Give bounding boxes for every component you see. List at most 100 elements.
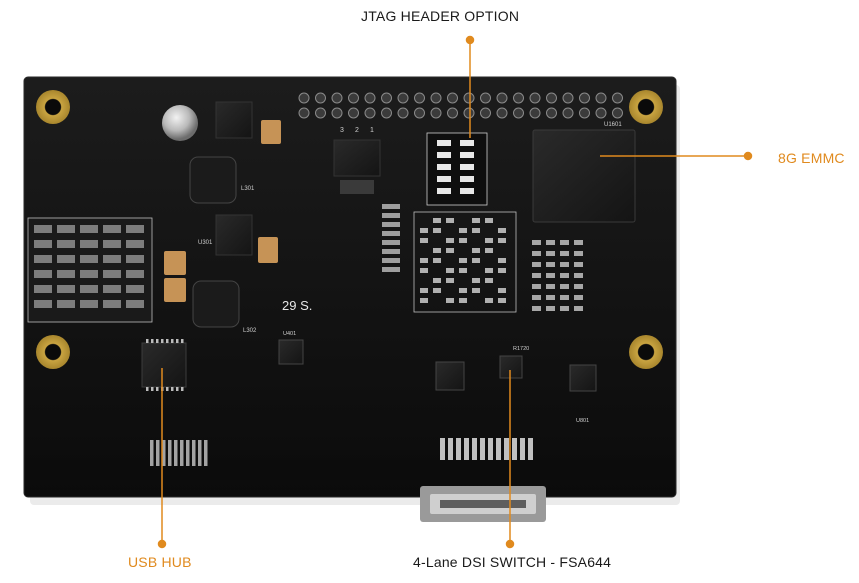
silk-label-cell: [57, 225, 75, 233]
smd-passive: [420, 268, 428, 273]
jtag-pad: [460, 140, 474, 146]
fpc-pad: [448, 438, 453, 460]
gpio-pin-hole: [529, 92, 541, 104]
silk-label-cell: [126, 300, 144, 308]
smd-passive: [532, 240, 541, 245]
chip-pin: [151, 387, 154, 391]
silk-label-cell: [103, 285, 121, 293]
silk-label-cell: [126, 255, 144, 263]
emmc-chip: [532, 129, 636, 223]
fpc-pad: [464, 438, 469, 460]
silk-label-cell: [57, 270, 75, 278]
gpio-pin-hole: [579, 107, 590, 119]
smd-passive: [546, 273, 555, 278]
gpio-pin-hole: [397, 107, 409, 119]
smd-passive: [472, 228, 480, 233]
smd-passive: [485, 218, 493, 223]
chip-pin: [176, 387, 179, 391]
fpc-pad: [204, 440, 208, 466]
passive-cluster: [420, 218, 506, 303]
gpio-pin-hole: [397, 92, 409, 104]
gpio-pin-hole: [364, 107, 376, 119]
jtag-pad: [437, 140, 451, 146]
silk-label-cell: [80, 285, 98, 293]
fpc-pad: [504, 438, 509, 460]
jtag-pad: [460, 152, 474, 158]
smd-passive: [574, 284, 583, 289]
smd-passive: [532, 306, 541, 311]
silk-r1720: R1720: [513, 346, 529, 352]
gpio-pin-hole: [529, 107, 541, 119]
silk-label-cell: [103, 255, 121, 263]
jtag-leader-dot: [465, 35, 475, 45]
smd-passive: [546, 306, 555, 311]
chip-pin: [171, 387, 174, 391]
smd-passive: [560, 284, 569, 289]
gpio-pin-hole: [381, 92, 392, 104]
smd-passive: [560, 295, 569, 300]
fpc-pad: [440, 438, 445, 460]
silk-label-grid: [34, 225, 144, 308]
fpc-pad: [174, 440, 178, 466]
chip-pin: [171, 339, 174, 343]
usb-hub-label: USB HUB: [128, 554, 192, 570]
silk-label-cell: [57, 255, 75, 263]
mount-hole-bottom-left: [36, 335, 70, 369]
u801-chip: [569, 364, 597, 392]
tantalum-cap-1: [261, 120, 281, 144]
fpc-pad: [150, 440, 154, 466]
smd-passive: [433, 228, 441, 233]
fpc-pad: [186, 440, 190, 466]
silk-u801: U801: [576, 418, 589, 424]
silk-label-cell: [80, 300, 98, 308]
smd-passive: [459, 228, 467, 233]
smd-passive: [433, 258, 441, 263]
smd-passive: [546, 251, 555, 256]
chip-pin: [156, 387, 159, 391]
fpc-pad: [528, 438, 533, 460]
smd-passive: [446, 278, 454, 283]
fpc-pads: [150, 438, 533, 466]
tantalum-cap-2: [258, 237, 278, 263]
mount-hole-bottom-right: [629, 335, 663, 369]
smd-passive: [532, 273, 541, 278]
tantalum-cap-4: [164, 278, 186, 302]
usb-leader-dot: [157, 539, 167, 549]
dsi-switch-chip: [499, 355, 523, 379]
gpio-pin-hole: [595, 92, 607, 104]
silk-label-cell: [57, 300, 75, 308]
smd-passive: [420, 238, 428, 243]
smd-passive: [485, 238, 493, 243]
gpio-pin-hole: [463, 107, 475, 119]
sot223-regulator: [333, 139, 381, 177]
smd-passive: [546, 284, 555, 289]
smd-passive: [382, 267, 400, 272]
smd-passive: [472, 248, 480, 253]
smd-passive: [459, 298, 467, 303]
silk-label-cell: [80, 270, 98, 278]
silk-label-cell: [103, 225, 121, 233]
smd-passive: [574, 273, 583, 278]
smd-passive: [472, 218, 480, 223]
chip-pin: [151, 339, 154, 343]
smd-passive: [446, 298, 454, 303]
smd-passive: [532, 284, 541, 289]
silk-l302: L302: [243, 328, 257, 334]
chip-pin: [166, 387, 169, 391]
gpio-pin-hole: [298, 92, 310, 104]
smd-passive: [485, 278, 493, 283]
silk-label-cell: [80, 255, 98, 263]
smd-passive: [498, 268, 506, 273]
chip-pin: [181, 339, 184, 343]
jtag-pad: [460, 176, 474, 182]
smd-passive: [546, 295, 555, 300]
gpio-pin-hole: [562, 107, 574, 119]
silk-pin-2: 2: [355, 127, 359, 134]
silk-label-cell: [34, 225, 52, 233]
fpc-pad: [512, 438, 517, 460]
gpio-pin-hole: [579, 92, 590, 104]
smd-passive: [472, 258, 480, 263]
gpio-pin-hole: [612, 92, 623, 104]
chip-pin: [156, 339, 159, 343]
smd-passive: [532, 295, 541, 300]
